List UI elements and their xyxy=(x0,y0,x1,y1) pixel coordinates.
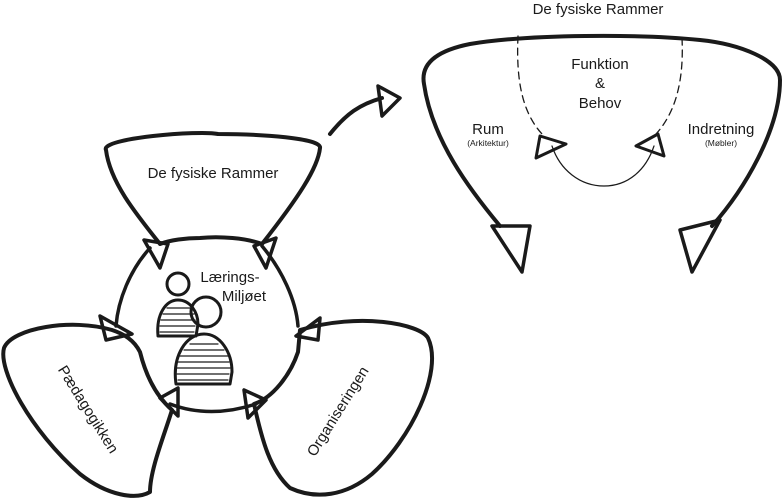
outer-arrowhead-left xyxy=(490,224,532,274)
center-label-funktion: Funktion xyxy=(571,56,629,73)
arc-top-right xyxy=(260,244,300,328)
left-lobe-label: Pædagogikken xyxy=(54,363,121,457)
center-curve xyxy=(551,145,655,187)
arc-bottom xyxy=(168,402,258,414)
people-icon xyxy=(156,271,234,386)
arrowhead-left xyxy=(98,314,134,342)
arrowhead-bottom-left xyxy=(158,386,180,418)
arc-top-left xyxy=(114,246,152,328)
right-sublabel-mobler: (Møbler) xyxy=(705,138,737,148)
top-lobe-label: De fysiske Rammer xyxy=(148,165,279,182)
left-lobe xyxy=(1,322,174,498)
arrowhead-bottom-right xyxy=(242,388,268,420)
right-label-indretning: Indretning xyxy=(688,121,755,138)
arrowhead-top-left xyxy=(142,238,170,270)
center-dashed-arc xyxy=(517,35,543,135)
inner-arrowhead-left xyxy=(534,134,568,160)
top-lobe xyxy=(103,130,322,246)
right-diagram-title: De fysiske Rammer xyxy=(533,1,664,18)
center-label-ampersand: & xyxy=(595,75,605,92)
inner-arrowhead-right xyxy=(634,132,666,158)
connector-arrow xyxy=(328,84,402,136)
right-lobe-label: Organiseringen xyxy=(304,364,373,460)
center-label-line1: Lærings- xyxy=(200,269,259,286)
left-sublabel-arkitektur: (Arkitektur) xyxy=(467,138,509,148)
frame-outline xyxy=(421,33,782,228)
center-label-line2: Miljøet xyxy=(222,288,267,305)
center-label-behov: Behov xyxy=(579,95,622,112)
left-label-rum: Rum xyxy=(472,121,504,138)
right-diagram: De fysiske Rammer Funktion & Behov Rum (… xyxy=(421,1,782,274)
left-diagram: De fysiske Rammer Lærings- Miljøet Pædag… xyxy=(1,130,435,498)
arrowhead-top-right xyxy=(252,236,278,270)
arrowhead-right xyxy=(294,316,322,342)
outer-arrowhead-right xyxy=(678,218,722,274)
